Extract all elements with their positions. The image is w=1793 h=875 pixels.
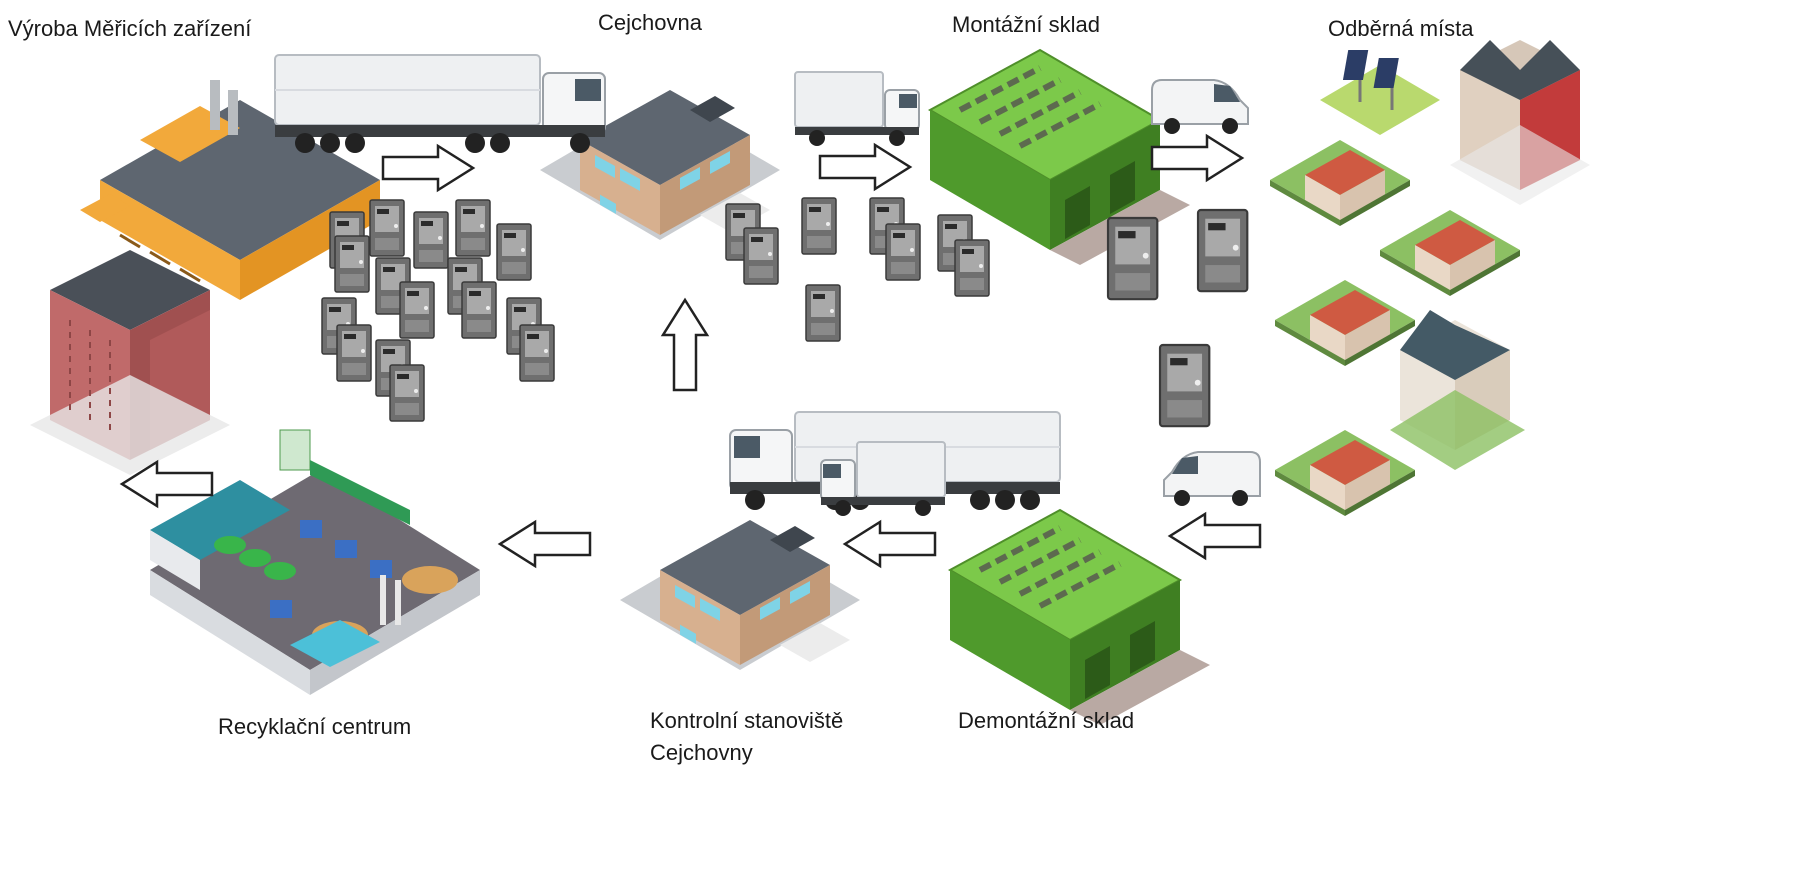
control-station-building-icon [620, 520, 860, 670]
recycling-center-label: Recyklační centrum [218, 714, 412, 739]
control-station-label-line2: Cejchovny [650, 740, 753, 765]
house-icon [1270, 40, 1590, 516]
production-label: Výroba Měřicích zařízení [8, 16, 252, 41]
consumption-points-label: Odběrná místa [1328, 16, 1474, 41]
calibration-label: Cejchovna [598, 10, 702, 35]
brick-building-icon [30, 250, 230, 475]
semi-truck-icon [274, 54, 606, 154]
recycling-plant-icon [150, 429, 480, 695]
van-return-icon [1163, 451, 1261, 507]
box-truck-icon [794, 71, 920, 147]
van-icon [1151, 79, 1249, 135]
control-station-label-line1: Kontrolní stanoviště [650, 708, 844, 733]
disassembly-warehouse-label: Demontážní sklad [958, 708, 1135, 733]
assembly-warehouse-label: Montážní sklad [952, 12, 1100, 37]
disassembly-warehouse-icon [950, 510, 1210, 725]
electricity-meter-icon [321, 197, 1249, 428]
